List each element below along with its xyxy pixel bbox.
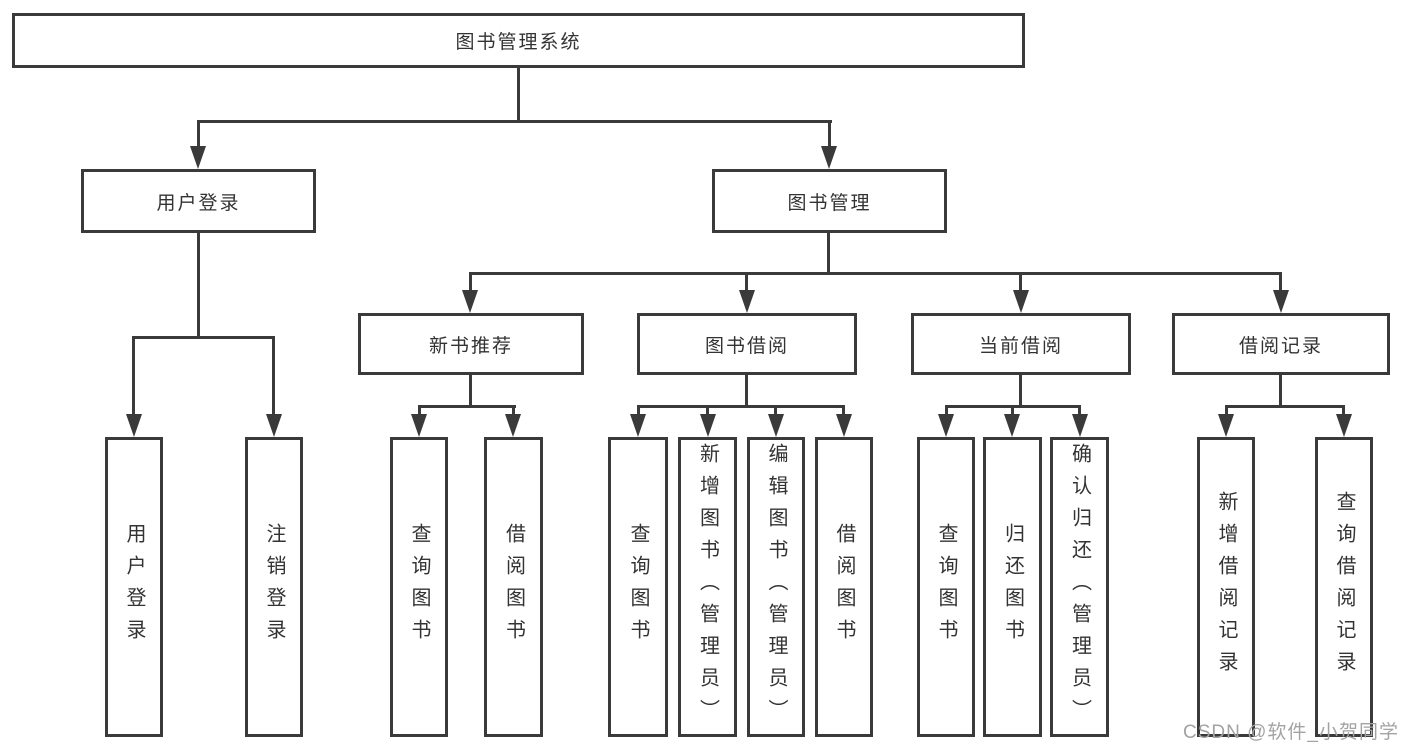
node-new-book-recommend-label: 新书推荐 — [428, 335, 513, 357]
connector-line — [1019, 375, 1022, 407]
arrowhead-down-icon — [190, 146, 206, 169]
connector-line — [1225, 405, 1345, 408]
node-book-borrowing-label: 图书借阅 — [704, 335, 789, 357]
node-current-borrowing: 当前借阅 — [911, 313, 1131, 375]
node-borrowing-records: 借阅记录 — [1172, 313, 1390, 375]
leaf-add-borrow-record-label: 新增借阅记录 — [1215, 491, 1237, 683]
leaf-query-books-1: 查询图书 — [390, 437, 448, 737]
leaf-return-books-label: 归还图书 — [1001, 523, 1024, 651]
arrowhead-down-icon — [1273, 290, 1289, 313]
arrowhead-down-icon — [739, 290, 755, 313]
arrowhead-down-icon — [266, 414, 282, 437]
connector-line — [132, 336, 275, 339]
node-root: 图书管理系统 — [12, 13, 1025, 68]
connector-line — [1078, 405, 1081, 417]
connector-line — [197, 233, 200, 338]
arrowhead-down-icon — [411, 414, 427, 437]
node-book-management-label: 图书管理 — [787, 192, 872, 214]
csdn-watermark: CSDN @软件_小贺同学 — [1183, 722, 1399, 743]
arrowhead-down-icon — [1218, 414, 1234, 437]
node-new-book-recommend: 新书推荐 — [358, 313, 584, 375]
connector-line — [827, 233, 830, 275]
leaf-borrow-books-2: 借阅图书 — [815, 437, 873, 737]
connector-line — [469, 272, 472, 292]
connector-line — [517, 67, 520, 120]
arrowhead-down-icon — [938, 414, 954, 437]
connector-line — [272, 336, 275, 416]
leaf-borrow-books-1-label: 借阅图书 — [502, 523, 525, 651]
arrowhead-down-icon — [126, 414, 142, 437]
leaf-borrow-books-2-label: 借阅图书 — [833, 523, 855, 651]
leaf-logout: 注销登录 — [245, 437, 303, 737]
leaf-borrow-books-1: 借阅图书 — [484, 437, 543, 737]
connector-line — [828, 120, 831, 148]
arrowhead-down-icon — [462, 290, 478, 313]
connector-line — [745, 272, 748, 292]
node-book-borrowing: 图书借阅 — [637, 313, 857, 375]
arrowhead-down-icon — [505, 414, 521, 437]
leaf-add-borrow-record: 新增借阅记录 — [1197, 437, 1255, 737]
node-borrowing-records-label: 借阅记录 — [1238, 335, 1323, 357]
leaf-edit-books-admin-label: 编辑图书（管理员） — [765, 443, 787, 731]
connector-line — [945, 405, 948, 417]
connector-line — [197, 120, 832, 123]
arrowhead-down-icon — [836, 414, 852, 437]
node-book-management: 图书管理 — [712, 169, 947, 233]
leaf-query-books-2-label: 查询图书 — [627, 523, 649, 651]
arrowhead-down-icon — [1013, 290, 1029, 313]
connector-line — [637, 405, 640, 417]
connector-line — [1279, 272, 1282, 292]
connector-line — [469, 272, 1282, 275]
connector-line — [1019, 272, 1022, 292]
leaf-user-login: 用户登录 — [105, 437, 163, 737]
arrowhead-down-icon — [1004, 414, 1020, 437]
connector-line — [512, 405, 515, 417]
arrowhead-down-icon — [768, 414, 784, 437]
leaf-query-books-3: 查询图书 — [917, 437, 975, 737]
leaf-confirm-return-admin-label: 确认归还（管理员） — [1068, 443, 1091, 731]
connector-line — [1225, 405, 1228, 417]
leaf-query-books-2: 查询图书 — [608, 437, 668, 737]
connector-line — [469, 375, 472, 407]
connector-line — [418, 405, 516, 408]
connector-line — [1279, 375, 1282, 407]
arrowhead-down-icon — [630, 414, 646, 437]
node-user-login-label: 用户登录 — [156, 192, 241, 214]
leaf-add-books-admin: 新增图书（管理员） — [678, 437, 737, 737]
connector-line — [706, 405, 709, 417]
connector-line — [197, 120, 200, 148]
leaf-edit-books-admin: 编辑图书（管理员） — [747, 437, 805, 737]
leaf-query-borrow-record: 查询借阅记录 — [1315, 437, 1373, 737]
connector-line — [418, 405, 421, 417]
node-user-login: 用户登录 — [81, 169, 316, 233]
leaf-return-books: 归还图书 — [983, 437, 1042, 737]
connector-line — [132, 336, 135, 416]
leaf-query-borrow-record-label: 查询借阅记录 — [1333, 491, 1355, 683]
arrowhead-down-icon — [821, 146, 837, 169]
leaf-query-books-3-label: 查询图书 — [935, 523, 957, 651]
connector-line — [1342, 405, 1345, 417]
arrowhead-down-icon — [1072, 414, 1088, 437]
connector-line — [774, 405, 777, 417]
arrowhead-down-icon — [1336, 414, 1352, 437]
node-root-label: 图书管理系统 — [455, 32, 582, 53]
connector-line — [637, 405, 845, 408]
arrowhead-down-icon — [700, 414, 716, 437]
leaf-query-books-1-label: 查询图书 — [408, 523, 430, 651]
node-current-borrowing-label: 当前借阅 — [978, 335, 1063, 357]
leaf-add-books-admin-label: 新增图书（管理员） — [696, 443, 719, 731]
leaf-logout-label: 注销登录 — [263, 523, 285, 651]
leaf-user-login-label: 用户登录 — [123, 523, 145, 651]
connector-line — [745, 375, 748, 407]
leaf-confirm-return-admin: 确认归还（管理员） — [1050, 437, 1109, 737]
connector-line — [842, 405, 845, 417]
connector-line — [1011, 405, 1014, 417]
